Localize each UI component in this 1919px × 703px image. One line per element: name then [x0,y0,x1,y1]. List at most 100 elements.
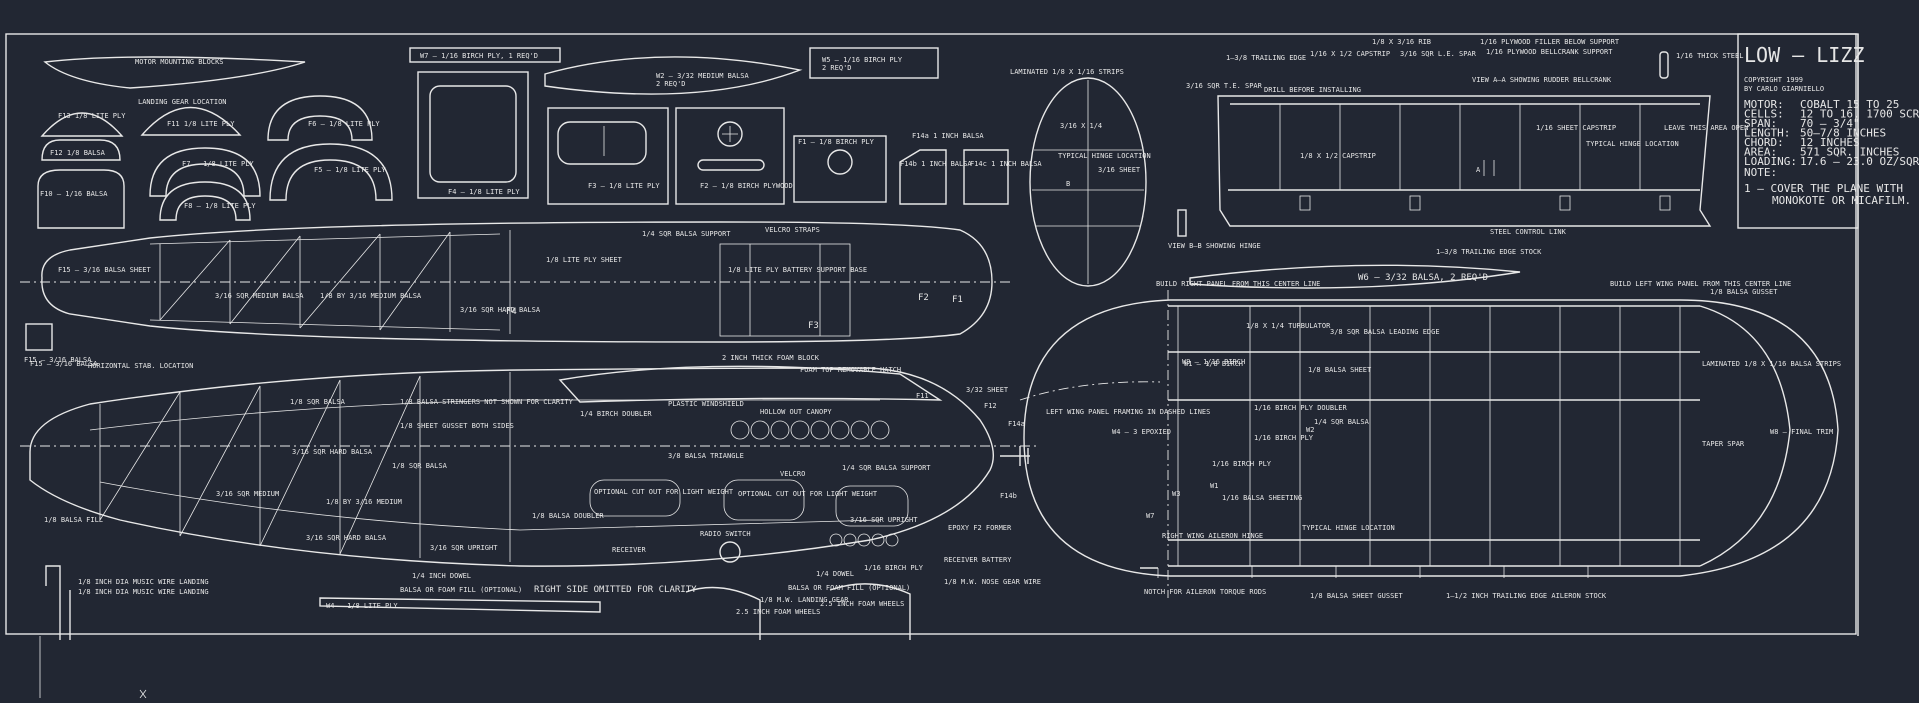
wing-birch-gear-label: 1/16 BIRCH PLY [1212,460,1272,468]
w2-req-label: 2 REQ'D [656,80,686,88]
copyright-text: COPYRIGHT 1999 [1744,76,1803,84]
battery-cells [829,533,899,547]
side-hard-balsa2-label: 3/16 SQR HARD BALSA [306,534,387,542]
spec-label: AREA: [1744,146,1777,159]
former-f5-outline [269,143,393,201]
w2-part [544,56,803,95]
wing-sheet-gusset2-label: 1/8 BALSA SHEET GUSSET [1310,592,1404,600]
wing-right-hinge-label: RIGHT WING AILERON HINGE [1162,532,1263,540]
top-f2-label: F2 [918,293,929,303]
top-diagonals [159,231,451,331]
side-birch-ply-label: 1/16 BIRCH PLY [864,564,924,572]
stab-hinge-4 [1659,195,1671,211]
spec-value: 17.6 – 23.0 OZ/SQRFT [1800,155,1919,168]
wing-sheet-gusset-label: 1/8 BALSA SHEET [1308,366,1372,374]
side-dowel-label: 1/4 INCH DOWEL [412,572,471,580]
top-f4-label: F4 [506,307,517,317]
left-panel-dashes [1019,381,1161,401]
former-f2-hole [717,121,743,147]
side-sqr-medium-label: 3/16 SQR MEDIUM [216,490,279,498]
stab-hinge-2 [1409,195,1421,211]
stab-view-a-label: VIEW A–A SHOWING RUDDER BELLCRANK [1472,76,1612,84]
wing-left-panel-label: LEFT WING PANEL FRAMING IN DASHED LINES [1046,408,1210,416]
top-f15-label: F15 – 3/16 BALSA SHEET [58,266,152,274]
side-receiver-battery-label: RECEIVER BATTERY [944,556,1012,564]
spec-value: 50–7/8 INCHES [1800,127,1886,140]
spec-value: 12 INCHES [1800,136,1860,149]
side-f14b-label: F14b [1000,492,1017,500]
stab-hinge-1 [1299,195,1311,211]
top-longeron-2 [149,319,501,331]
drawing-border [5,33,1857,635]
spec-label: CELLS: [1744,108,1784,121]
wing-w1-label: W1 [1210,482,1218,490]
stab-capstrip2-label: 1/8 X 1/2 CAPSTRIP [1300,152,1376,160]
tail-b-label: B [1066,180,1070,188]
wing-w7-label: W7 [1146,512,1154,520]
side-stab-label: HORIZONTAL STAB. LOCATION [88,362,193,370]
stab-a-marks [1483,160,1495,176]
nose-wheel-hub [719,541,741,563]
stab-te-spar-label: 3/16 SQR T.E. SPAR [1186,82,1263,90]
spec-value: 571 SQR. INCHES [1800,146,1899,159]
side-wheels-label: 2.5 INCH FOAM WHEELS [736,608,820,616]
side-foam-fill-label: BALSA OR FOAM FILL (OPTIONAL) [400,586,522,594]
fuselage-top-view: F15 – 3/16 BALSA SHEET 3/16 SQR MEDIUM B… [20,221,1010,364]
former-f13-label: F13 1/8 LITE PLY [58,112,126,120]
former-f6-outline [267,95,373,141]
note-line-2: MONOKOTE OR MICAFILM. [1772,194,1911,207]
landing-location-label: LANDING GEAR LOCATION [138,98,227,106]
birch-strip-part [409,47,561,63]
side-landing-gear-label: 1/8 M.W. LANDING GEAR [760,596,849,604]
former-f1-outline [793,135,887,203]
former-f15-square [25,323,53,351]
stab-drill-label: DRILL BEFORE INSTALLING [1264,86,1361,94]
side-upright-label: 3/16 SQR UPRIGHT [430,544,498,552]
stab-leave-label: LEAVE THIS AREA OPEN [1664,124,1748,132]
side-foam-block-label: 2 INCH THICK FOAM BLOCK [722,354,820,362]
former-f14a-label: F14a 1 INCH BALSA [912,132,984,140]
top-sqr-hard-label: 3/16 SQR HARD BALSA [460,306,541,314]
wing-hinge-label: TYPICAL HINGE LOCATION [1302,524,1395,532]
former-f14b-label: F14b 1 INCH BALSA [900,160,972,168]
tail-laminated-label: LAMINATED 1/8 X 1/16 STRIPS [1010,68,1124,76]
author-text: BY CARLO GIARNIELLO [1744,85,1824,93]
fuselage-side-outline [29,367,994,567]
former-f3-outline [547,107,669,205]
side-gussets-label: 1/8 SHEET GUSSET BOTH SIDES [400,422,514,430]
w6-label: W6 – 3/32 BALSA, 2 REQ'D [1358,273,1488,283]
side-sheet-332-label: 3/32 SHEET [966,386,1009,394]
stab-outline [1217,95,1712,227]
wing-leading-label: 3/8 SQR BALSA LEADING EDGE [1330,328,1440,336]
main-gear-wheels-right [829,583,911,640]
stab-le-spar-label: 3/16 SQR L.E. SPAR [1400,50,1477,58]
side-by-medium-label: 1/8 BY 3/16 MEDIUM [326,498,402,506]
wing-aileron-label: 1–1/2 INCH TRAILING EDGE AILERON STOCK [1446,592,1607,600]
spec-label: CHORD: [1744,136,1784,149]
spec-label: LENGTH: [1744,127,1790,140]
side-triangle-label: 3/8 BALSA TRIANGLE [668,452,744,460]
top-sqr-medium-label: 3/16 SQR MEDIUM BALSA [215,292,304,300]
side-hatch-label: FOAM TOP REMOVABLE HATCH [800,366,901,374]
spec-value: 12 TO 16, 1700 SCRC [1800,108,1919,121]
former-f4-outline [417,71,529,199]
note-line-1: 1 – COVER THE PLANE WITH [1744,182,1903,195]
stab-ribs [1279,104,1641,190]
side-foam-opt-label: BALSA OR FOAM FILL (OPTIONAL) [788,584,910,592]
former-f3-label: F3 – 1/8 LITE PLY [588,182,660,190]
former-f14b-outline [899,149,947,205]
side-cutout2-label: OPTIONAL CUT OUT FOR LIGHT WEIGHT [738,490,878,498]
side-stringers-label: 1/8 BALSA STRINGERS NOT SHOWN FOR CLARIT… [400,398,574,406]
motor-block-label: MOTOR MOUNTING BLOCKS [135,58,224,66]
w5-req-label: 2 REQ'D [822,64,852,72]
stab-bellcrank-label: 1/16 PLYWOOD BELLCRANK SUPPORT [1486,48,1613,56]
side-hollow-label: HOLLOW OUT CANOPY [760,408,832,416]
side-verticals [99,372,511,562]
former-f4-label: F4 – 1/8 LITE PLY [448,188,520,196]
wing-w2-label: W2 [1306,426,1314,434]
ply-parts: W7 – 1/16 BIRCH PLY, 1 REQ'D W2 – 3/32 M… [409,47,1042,205]
side-epoxy-label: EPOXY F2 FORMER [948,524,1012,532]
side-upright2-label: 3/16 SQR UPRIGHT [850,516,918,524]
tail-oval-outline [1029,77,1147,287]
